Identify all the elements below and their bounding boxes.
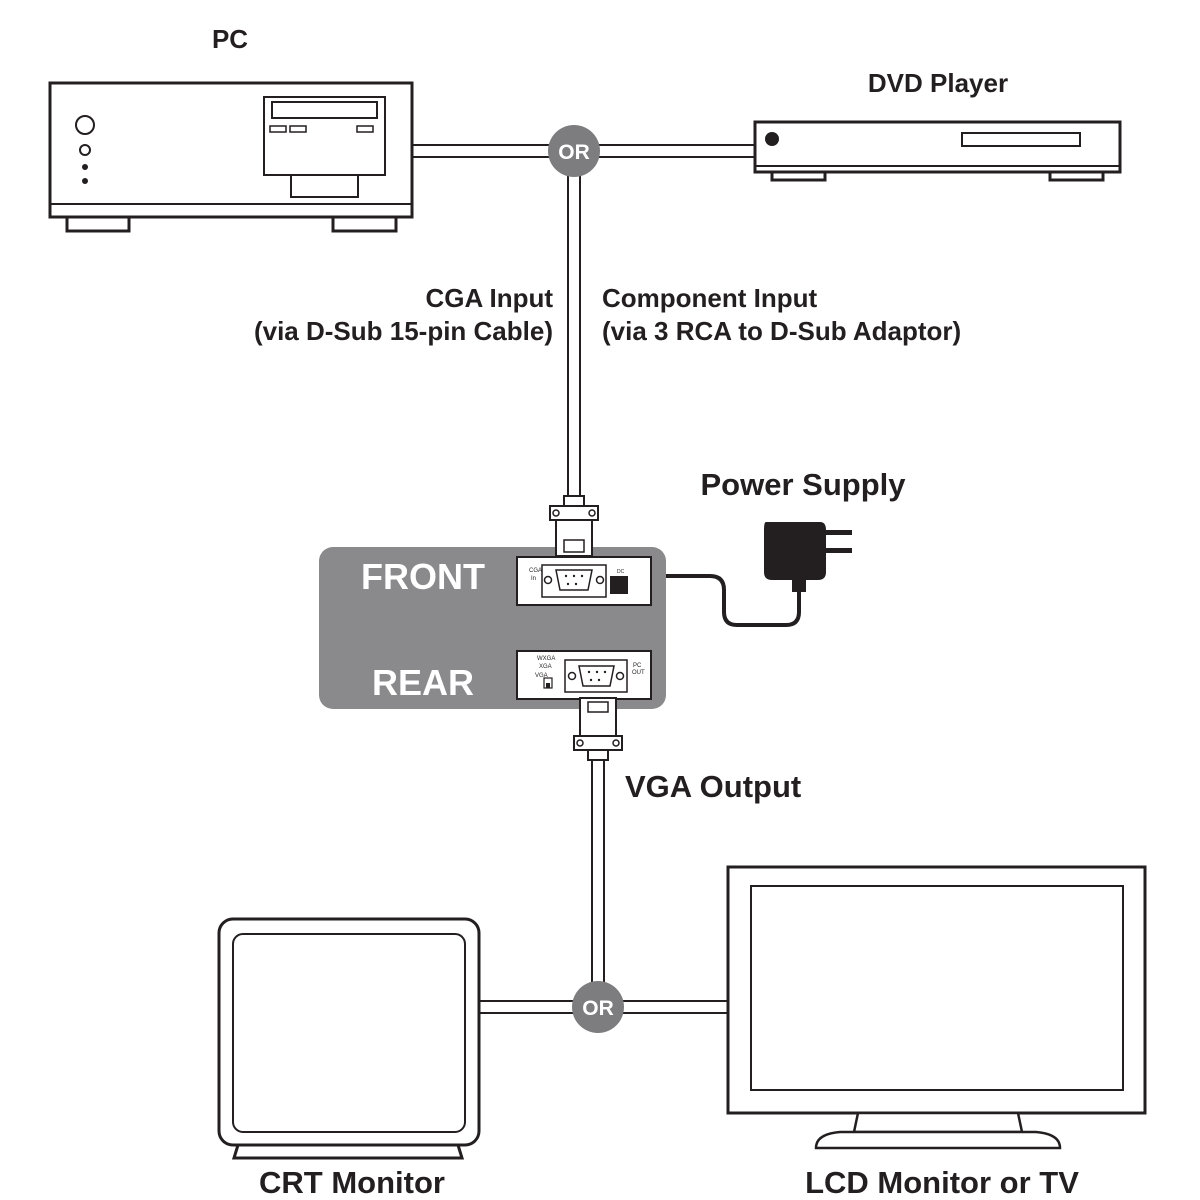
- cga-in-port-sublabel: In: [531, 576, 536, 582]
- or-label: OR: [558, 141, 590, 164]
- cga-input-sublabel: (via D-Sub 15-pin Cable): [254, 316, 553, 346]
- pc-label: PC: [212, 24, 248, 54]
- cga-in-port-label: CGA: [529, 568, 542, 574]
- rear-panel: WXGA XGA VGA PC OUT: [516, 650, 652, 700]
- cable-pc-to-or: [412, 144, 555, 158]
- lcd-monitor-icon: [726, 865, 1147, 1150]
- rear-label: REAR: [372, 662, 474, 703]
- dvd-player-label: DVD Player: [868, 68, 1008, 98]
- component-input-sublabel: (via 3 RCA to D-Sub Adaptor): [602, 316, 961, 346]
- pc-port-label: PC: [633, 663, 642, 669]
- or-junction-top: OR: [548, 125, 600, 177]
- component-input-label: Component Input: [602, 283, 818, 313]
- or-junction-bottom: OR: [572, 981, 624, 1033]
- crt-monitor-icon: [217, 917, 481, 1160]
- power-adapter-icon: [764, 522, 852, 592]
- pc-icon: [48, 81, 414, 233]
- cable-or-to-crt: [480, 1000, 578, 1014]
- out-port-label: OUT: [632, 670, 645, 676]
- dvd-player-icon: [753, 120, 1122, 182]
- power-cable: [662, 574, 801, 627]
- cable-converter-to-or: [591, 755, 605, 985]
- vga-output-label: VGA Output: [625, 769, 801, 804]
- cga-input-label: CGA Input: [425, 283, 553, 313]
- switch-vga-label: VGA: [535, 673, 548, 679]
- dsub-connector-bottom-icon: [573, 697, 623, 761]
- dc-in-port[interactable]: [610, 576, 628, 594]
- cable-or-to-lcd: [618, 1000, 728, 1014]
- dsub-connector-top-icon: [549, 495, 599, 557]
- lcd-monitor-label: LCD Monitor or TV: [805, 1165, 1079, 1200]
- converter-box: FRONT REAR CGA In DC WXGA XGA VGA: [319, 547, 666, 709]
- cga-in-db15-port[interactable]: [555, 569, 593, 591]
- or-label: OR: [582, 997, 614, 1020]
- front-panel: CGA In DC: [516, 556, 652, 606]
- switch-wxga-label: WXGA: [537, 656, 555, 662]
- front-label: FRONT: [361, 556, 485, 597]
- cable-dvd-to-or: [597, 144, 755, 158]
- power-supply-label: Power Supply: [701, 467, 907, 502]
- dc-port-label: DC: [617, 569, 625, 575]
- crt-monitor-label: CRT Monitor: [259, 1165, 445, 1200]
- cable-or-to-converter: [567, 172, 581, 500]
- switch-xga-label: XGA: [539, 664, 552, 670]
- pc-out-db15-port[interactable]: [578, 665, 615, 687]
